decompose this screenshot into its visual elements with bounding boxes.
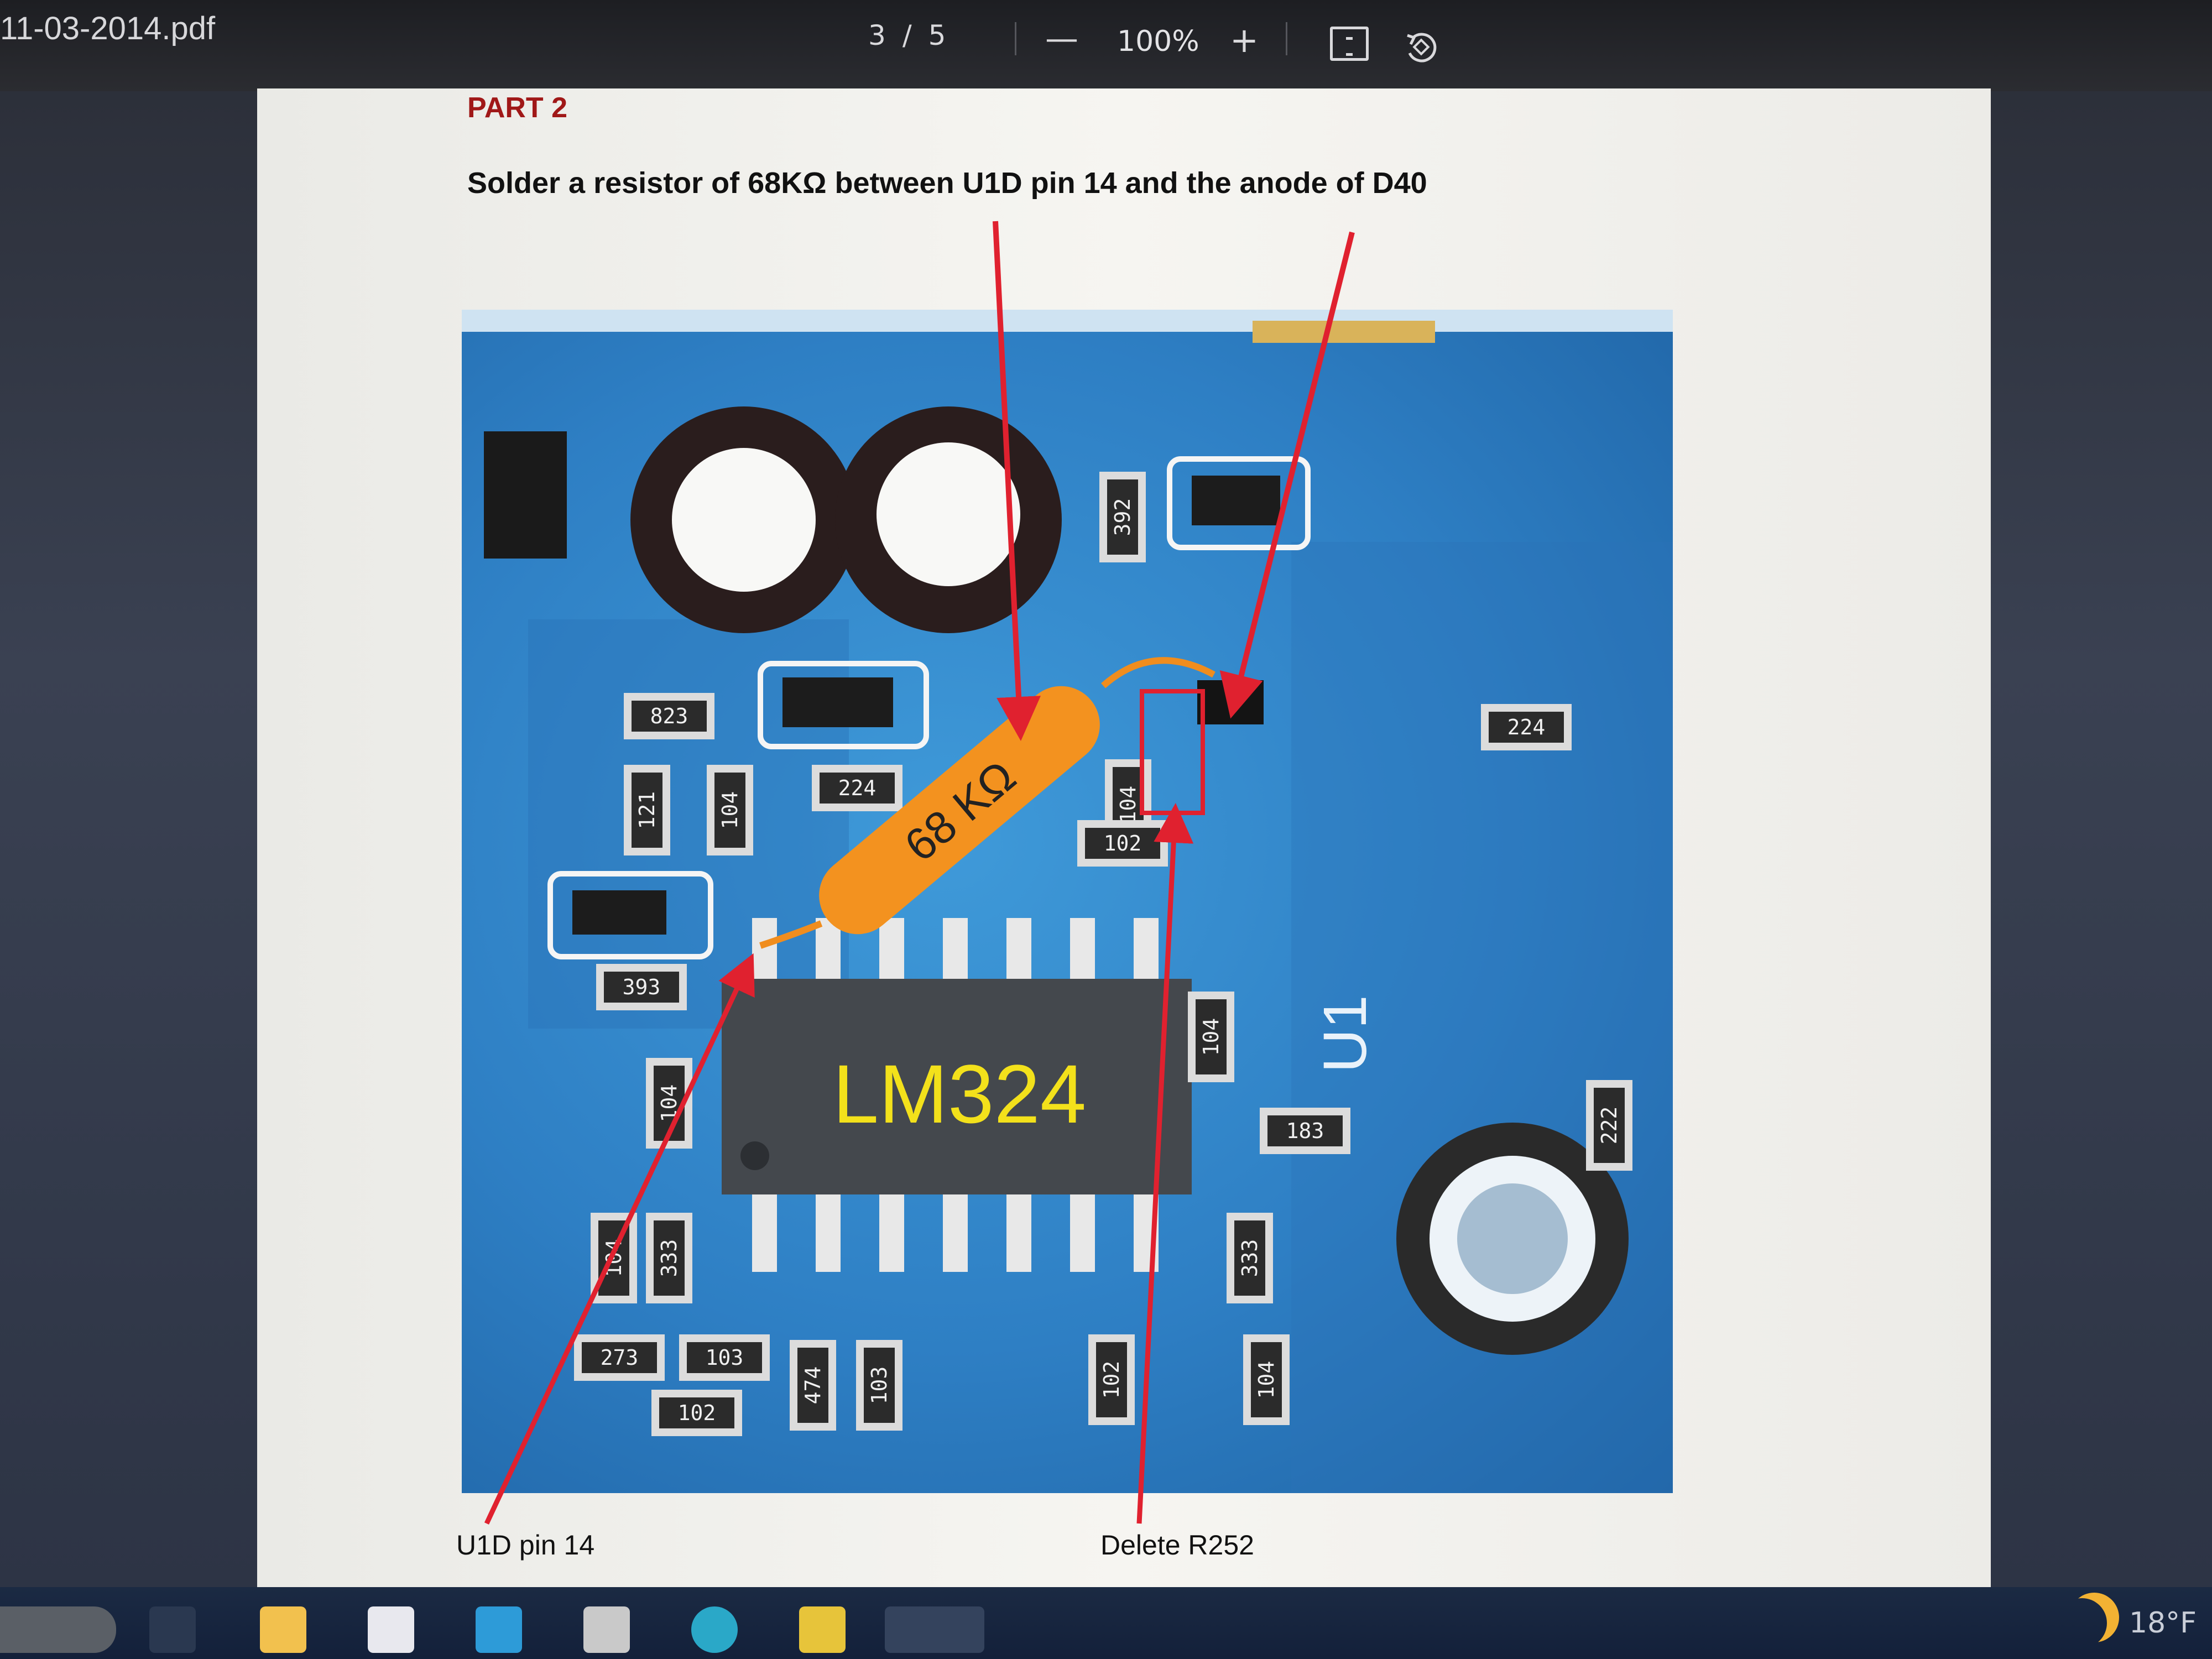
smd-resistor <box>1481 704 1572 750</box>
component-outline <box>547 871 713 959</box>
sticky-notes-icon[interactable] <box>799 1606 846 1653</box>
smd-resistor <box>624 693 714 739</box>
capacitor-left <box>630 406 857 633</box>
mail-icon[interactable] <box>476 1606 522 1653</box>
zoom-level[interactable]: 100% <box>1117 25 1199 58</box>
smd-code-label: 121 <box>635 791 659 830</box>
smd-resistor <box>856 1340 902 1431</box>
chrome-icon[interactable] <box>885 1606 984 1653</box>
smd-code-label: 183 <box>1286 1119 1324 1143</box>
page-indicator: 3 / 5 <box>868 19 946 51</box>
component-outline <box>758 661 929 749</box>
smd-code-label: 104 <box>602 1239 626 1277</box>
smd-code-label: 102 <box>678 1401 716 1425</box>
zoom-out-button[interactable]: — <box>1045 19 1078 58</box>
d40-diode <box>1197 680 1264 724</box>
caption-delete-r252: Delete R252 <box>1100 1530 1254 1561</box>
weather-moon-icon <box>2057 1598 2107 1648</box>
smd-code-label: 392 <box>1110 498 1135 536</box>
smd-resistor <box>1260 1108 1350 1154</box>
smd-code-label: 104 <box>1116 786 1140 824</box>
rotate-icon[interactable] <box>1402 28 1441 66</box>
capacitor-right <box>835 406 1062 633</box>
zoom-in-button[interactable]: + <box>1230 20 1259 60</box>
store-icon[interactable] <box>368 1606 414 1653</box>
diode-package <box>1192 476 1280 525</box>
taskbar <box>0 1587 2212 1659</box>
toolbar-divider <box>1286 22 1287 55</box>
smd-resistor <box>790 1340 836 1431</box>
start-button[interactable] <box>0 1606 116 1653</box>
scanner-icon[interactable] <box>583 1606 630 1653</box>
smd-resistor <box>1586 1080 1632 1171</box>
smd-resistor <box>1227 1213 1273 1303</box>
smd-code-label: 222 <box>1597 1107 1621 1145</box>
smd-resistor <box>1088 1334 1135 1425</box>
smd-code-label: 102 <box>1104 831 1142 855</box>
smd-code-label: 104 <box>1199 1018 1223 1056</box>
smd-resistor <box>624 765 670 855</box>
smd-code-label: 104 <box>1254 1361 1279 1399</box>
part-title: PART 2 <box>467 92 568 124</box>
capacitor-bottom-right <box>1396 1123 1629 1355</box>
file-title: 11-03-2014.pdf <box>0 11 216 46</box>
smd-code-label: 102 <box>1099 1361 1124 1399</box>
diode-package <box>572 890 666 935</box>
diode-package <box>484 431 567 559</box>
resistor-lead <box>759 920 823 949</box>
file-explorer-icon[interactable] <box>260 1606 306 1653</box>
current-page-input[interactable]: 3 <box>868 19 886 51</box>
page-separator: / <box>902 19 912 51</box>
smd-code-label: 333 <box>1238 1239 1262 1277</box>
smd-code-label: 104 <box>718 791 742 830</box>
edge-icon[interactable] <box>691 1606 738 1653</box>
connector-pad <box>1253 321 1435 343</box>
board-edge <box>462 310 1673 332</box>
transistor-package <box>782 677 893 727</box>
smd-code-label: 103 <box>706 1345 744 1370</box>
smd-code-label: 224 <box>1507 715 1546 739</box>
fit-page-icon[interactable] <box>1330 27 1369 61</box>
caption-u1d-pin14: U1D pin 14 <box>456 1530 595 1561</box>
smd-code-label: 273 <box>601 1345 639 1370</box>
u1-silkscreen-label: U1 <box>1311 995 1379 1073</box>
smd-code-label: 103 <box>867 1366 891 1405</box>
smd-resistor <box>1099 472 1146 562</box>
viewer-toolbar: 11-03-2014.pdf 3 / 5 — 100% + <box>0 0 2212 91</box>
smd-resistor <box>1188 992 1234 1082</box>
toolbar-divider <box>1015 22 1016 55</box>
resistor-lead <box>1101 657 1215 688</box>
smd-code-label: 393 <box>623 975 661 999</box>
chip-label: LM324 <box>833 1047 1087 1140</box>
weather-temperature: 18°F <box>2129 1606 2197 1640</box>
pcb-photo: LM324 392 823 121 104 224 104 102 224 104 393 104 1… <box>462 310 1673 1493</box>
smd-code-label: 823 <box>650 704 688 728</box>
smd-code-label: 224 <box>838 776 877 800</box>
smd-resistor <box>707 765 753 855</box>
smd-resistor <box>1243 1334 1290 1425</box>
smd-code-label: 474 <box>801 1366 825 1405</box>
task-view-icon[interactable] <box>149 1606 196 1653</box>
smd-resistor <box>812 765 902 811</box>
smd-code-label: 333 <box>657 1239 681 1277</box>
instruction-text: Solder a resistor of 68KΩ between U1D pi… <box>467 166 1427 200</box>
pcb-drawing: LM324 392 823 121 104 224 104 102 224 104 393 104 1… <box>462 310 1673 1493</box>
smd-code-label: 104 <box>657 1084 681 1123</box>
pdf-page: PART 2 Solder a resistor of 68KΩ between… <box>257 88 1991 1590</box>
total-pages: 5 <box>928 19 946 51</box>
